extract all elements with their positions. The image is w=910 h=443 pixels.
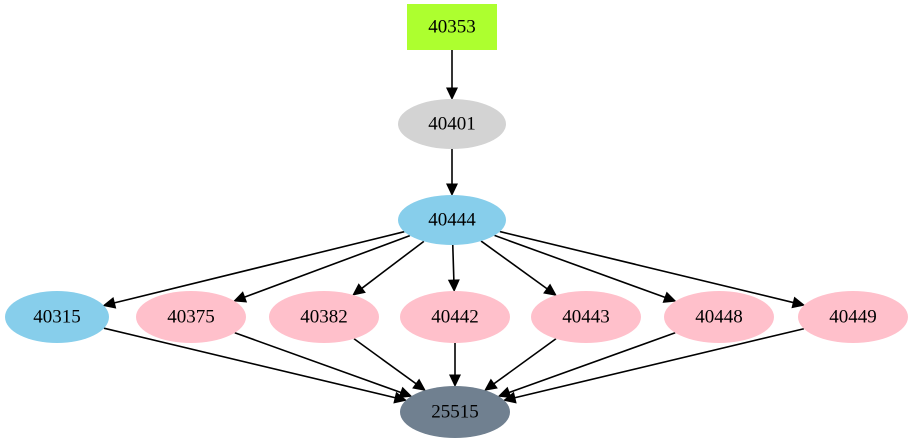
edge-layer (102, 50, 806, 404)
node-ellipse[interactable] (400, 386, 510, 438)
edge-line (451, 244, 455, 281)
graph-edge (447, 244, 460, 293)
edge-arrowhead (662, 291, 677, 303)
node-ellipse[interactable] (398, 99, 506, 149)
edge-line (493, 338, 557, 385)
graph-node-40443[interactable]: 40443 (531, 291, 641, 343)
graph-edge (499, 230, 806, 309)
graph-edge (446, 149, 458, 197)
edge-arrowhead (502, 391, 517, 404)
edge-line (353, 338, 417, 385)
edge-arrowhead (102, 296, 117, 309)
edge-arrowhead (398, 386, 413, 398)
edge-line (244, 234, 411, 298)
node-ellipse[interactable] (400, 291, 510, 343)
node-ellipse[interactable] (136, 291, 246, 343)
edge-arrowhead (791, 296, 806, 309)
graph-edge (497, 331, 676, 398)
edge-line (480, 240, 548, 290)
node-ellipse[interactable] (5, 291, 109, 343)
edge-arrowhead (449, 374, 461, 388)
graph-edge (484, 338, 557, 391)
graph-node-40442[interactable]: 40442 (400, 291, 510, 343)
edge-arrowhead (412, 378, 426, 391)
node-ellipse[interactable] (269, 291, 379, 343)
graph-edge (480, 240, 557, 296)
edge-line (114, 230, 405, 304)
node-ellipse[interactable] (531, 291, 641, 343)
graph-node-40353[interactable]: 40353 (407, 4, 497, 50)
graph-node-40444[interactable]: 40444 (398, 195, 506, 245)
node-box[interactable] (407, 4, 497, 50)
graph-node-40401[interactable]: 40401 (398, 99, 506, 149)
edge-line (508, 331, 676, 394)
graph-node-40382[interactable]: 40382 (269, 291, 379, 343)
edge-line (234, 331, 402, 394)
graph-node-40315[interactable]: 40315 (5, 291, 109, 343)
graph-node-40448[interactable]: 40448 (664, 291, 774, 343)
edge-line (361, 240, 425, 289)
graph-edge (449, 343, 461, 388)
edge-line (103, 327, 396, 399)
edge-line (499, 230, 794, 304)
graph-node-40375[interactable]: 40375 (136, 291, 246, 343)
edge-arrowhead (497, 386, 512, 398)
edge-arrowhead (446, 183, 458, 197)
graph-edge (102, 230, 405, 309)
graph-node-25515[interactable]: 25515 (400, 386, 510, 438)
node-ellipse[interactable] (798, 291, 908, 343)
node-ellipse[interactable] (398, 195, 506, 245)
edge-arrowhead (446, 87, 458, 101)
node-layer: 40353 40401 40444 40315 40375 40382 40442 40443… (5, 4, 908, 438)
edge-arrowhead (447, 279, 460, 293)
graph-edge (353, 338, 426, 391)
graph-edge (233, 234, 411, 303)
graph-edge (234, 331, 413, 398)
edge-arrowhead (484, 378, 498, 391)
graph-edge (352, 240, 425, 296)
graph-node-40449[interactable]: 40449 (798, 291, 908, 343)
edge-line (514, 327, 805, 399)
node-ellipse[interactable] (664, 291, 774, 343)
graph-edge (494, 234, 677, 303)
edge-arrowhead (352, 283, 366, 296)
edge-line (494, 234, 666, 299)
edge-arrowhead (233, 291, 248, 303)
edge-arrowhead (543, 283, 557, 296)
graph-edge (446, 50, 458, 101)
graph-edge (502, 327, 805, 404)
